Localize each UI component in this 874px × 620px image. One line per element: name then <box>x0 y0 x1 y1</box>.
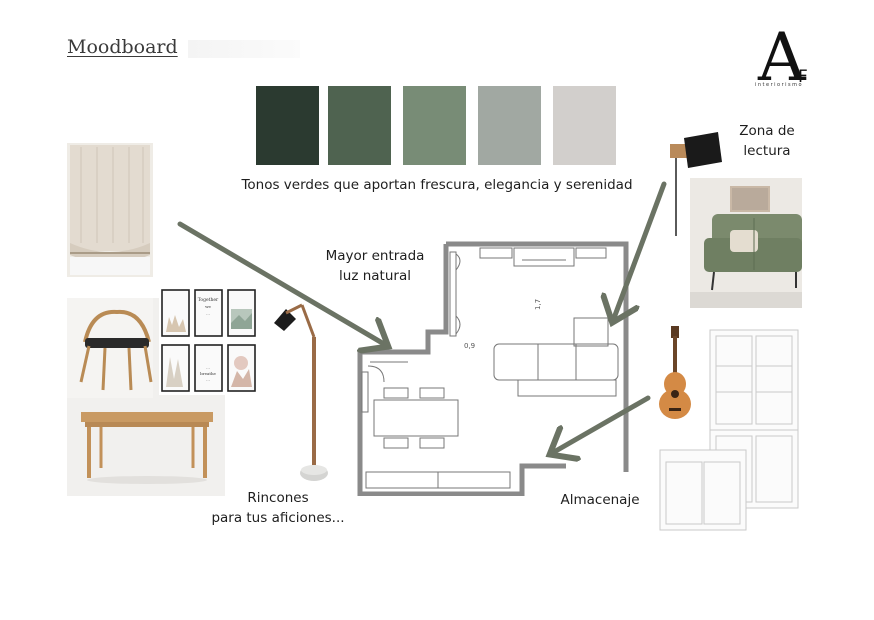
chair-table-image <box>67 298 225 496</box>
print-text-line5: breathe <box>200 371 216 376</box>
print-text-line6: ... <box>206 377 210 382</box>
print-text-line1: Together <box>198 297 219 303</box>
logo-tagline: interiorismo <box>755 82 804 88</box>
wall-prints-art: Together we ... ... breathe ... <box>161 289 256 392</box>
green-sofa-image <box>690 178 802 308</box>
dimension-depth-label: 1,7 <box>534 299 542 310</box>
guitar-image <box>659 326 691 419</box>
print-text-line4: ... <box>206 365 210 370</box>
roman-blind-image <box>67 143 153 277</box>
palette-caption: Tonos verdes que aportan frescura, elega… <box>241 177 633 193</box>
wall-prints-image: Together we ... ... breathe ... <box>159 287 259 395</box>
logo-letter-a: A <box>757 22 807 92</box>
storage-cabinet-image <box>659 329 799 531</box>
floor-lamp-image <box>274 303 328 481</box>
logo-letter-f: F <box>798 67 808 87</box>
wall-lamp-image <box>670 132 722 236</box>
natural-light-label-line1: Mayor entrada <box>325 248 425 264</box>
hobbies-label-line2: para tus aficiones... <box>211 510 345 526</box>
storage-label: Almacenaje <box>560 492 640 508</box>
swatch-sage-green <box>403 86 466 165</box>
swatch-dark-green <box>256 86 319 165</box>
hobbies-label-line1: Rincones <box>247 490 309 506</box>
swatch-grey-green <box>478 86 541 165</box>
page-title: Moodboard <box>67 36 178 58</box>
title-decoration <box>188 40 300 58</box>
brand-logo: A F <box>757 22 808 92</box>
floor-plan-outer-wall-top-right <box>446 241 629 472</box>
swatch-forest-green <box>328 86 391 165</box>
hobbies-label: Rincones para tus aficiones... <box>196 488 360 528</box>
dimension-width-label: 0,9 <box>464 342 475 350</box>
reading-zone-label-line2: lectura <box>743 143 791 159</box>
print-text-line2: we <box>205 304 211 309</box>
print-text-line3: ... <box>206 311 210 316</box>
reading-zone-label-line1: Zona de <box>739 123 795 139</box>
reading-zone-label: Zona de lectura <box>722 121 812 161</box>
natural-light-label: Mayor entrada luz natural <box>310 246 440 286</box>
natural-light-label-line2: luz natural <box>339 268 411 284</box>
swatch-light-grey <box>553 86 616 165</box>
